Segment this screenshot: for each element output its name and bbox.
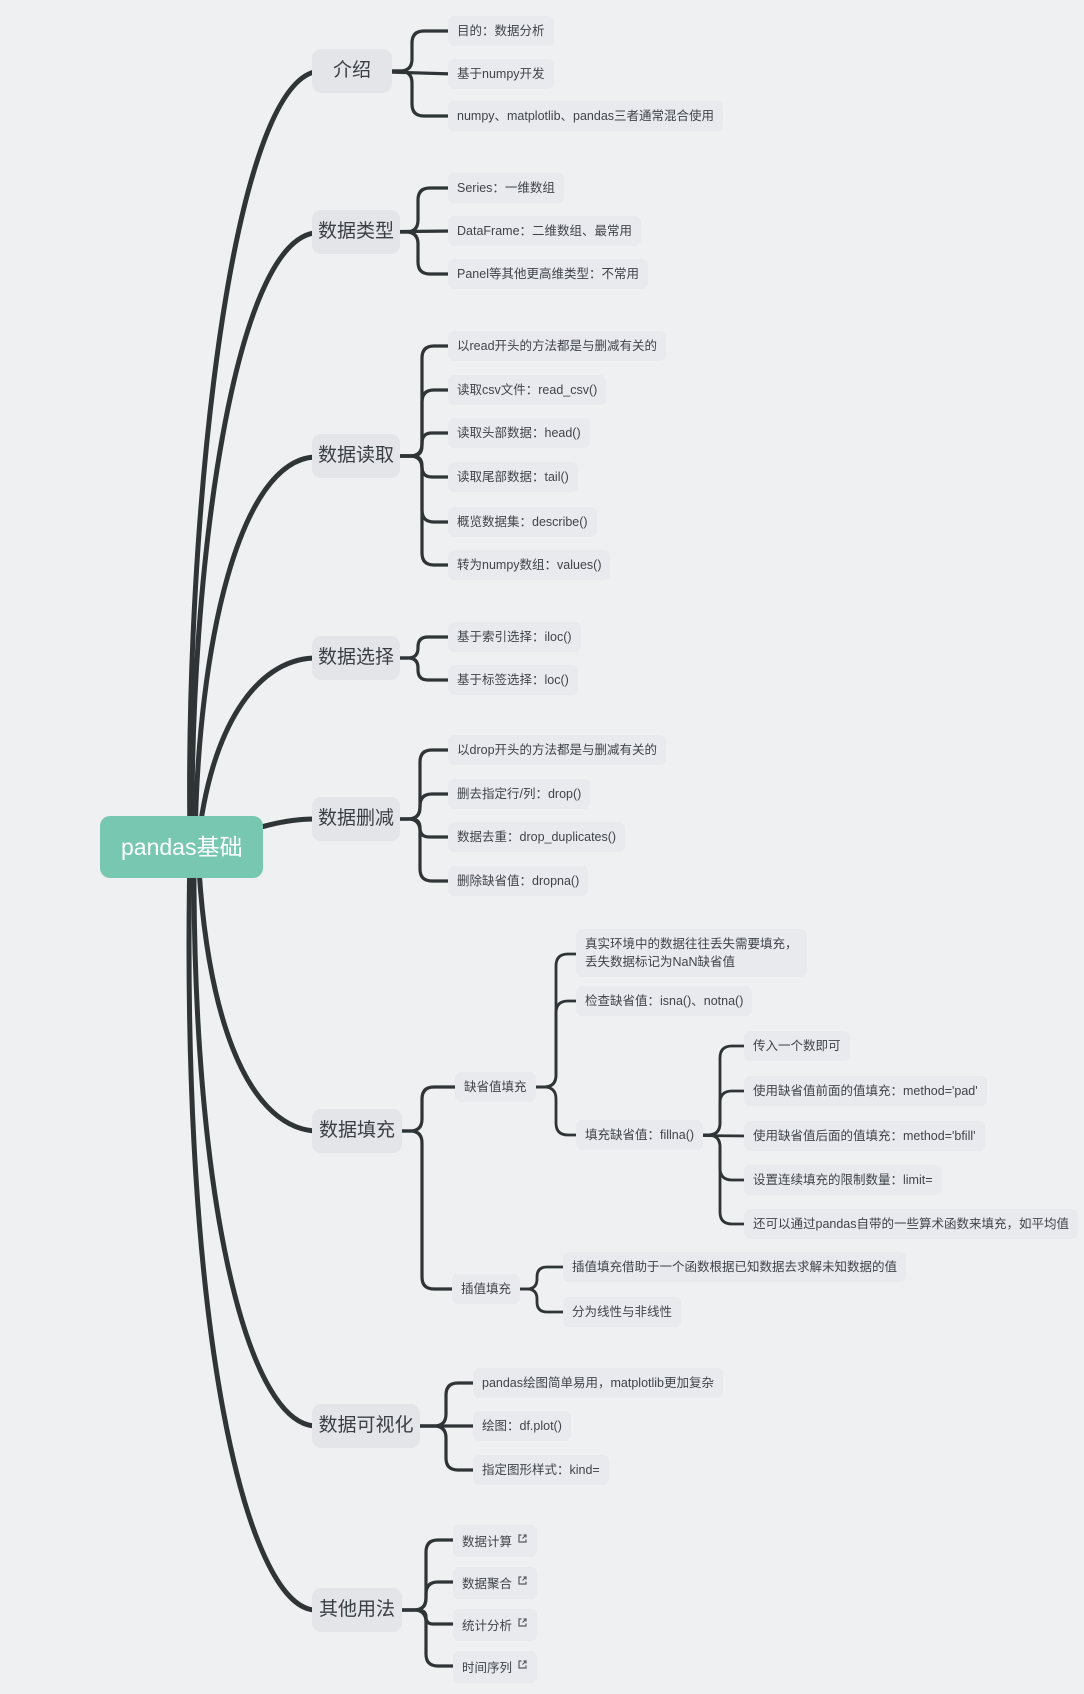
sub-branch-connectors <box>480 952 752 1314</box>
branch-data-selection[interactable]: 数据选择 <box>312 636 400 680</box>
connector-line <box>354 454 456 567</box>
leaf-limit[interactable]: 设置连续填充的限制数量：limit= <box>744 1165 942 1195</box>
branch-other-usages[interactable]: 其他用法 <box>312 1588 402 1632</box>
leaf-iloc[interactable]: 基于索引选择：iloc() <box>448 622 581 652</box>
connector-line <box>354 656 456 682</box>
leaf-head[interactable]: 读取头部数据：head() <box>448 418 590 448</box>
branch-data-filling[interactable]: 数据填充 <box>312 1109 402 1153</box>
subbranch-interpolation-filling[interactable]: 插值填充 <box>452 1274 521 1304</box>
branch-data-deletion[interactable]: 数据删减 <box>312 797 400 841</box>
leaf-pass-a-number[interactable]: 传入一个数即可 <box>744 1031 850 1061</box>
leaf-drop[interactable]: 删去指定行/列：drop() <box>448 779 591 809</box>
leaf-interpolation-desc[interactable]: 插值填充借助于一个函数根据已知数据去求解未知数据的值 <box>563 1252 907 1282</box>
connector-line <box>632 1133 752 1226</box>
connector-line <box>355 1129 460 1291</box>
branch-data-reading[interactable]: 数据读取 <box>312 434 400 478</box>
edge-root-other-usages <box>186 849 317 1613</box>
external-link-icon[interactable] <box>517 1531 528 1549</box>
connector-line <box>353 230 456 276</box>
root-connectors <box>186 69 317 1613</box>
edge-root-intro <box>187 69 317 843</box>
connector-line <box>489 1085 584 1137</box>
leaf-label: 时间序列 <box>462 1661 513 1675</box>
edge-root-data-reading <box>192 454 317 845</box>
leaf-linear-nonlinear[interactable]: 分为线性与非线性 <box>563 1297 682 1327</box>
external-link-icon[interactable] <box>517 1657 528 1675</box>
leaf-label: 统计分析 <box>462 1619 513 1633</box>
leaf-drop-duplicates[interactable]: 数据去重：drop_duplicates() <box>448 822 626 852</box>
branch-data-visualization[interactable]: 数据可视化 <box>312 1404 420 1448</box>
leaf-purpose[interactable]: 目的：数据分析 <box>448 16 554 46</box>
leaf-kind[interactable]: 指定图形样式：kind= <box>473 1455 609 1485</box>
connector-line <box>364 1424 481 1472</box>
leaf-dataframe[interactable]: DataFrame：二维数组、最常用 <box>448 216 642 246</box>
external-link-icon[interactable] <box>517 1615 528 1633</box>
external-link-icon[interactable] <box>517 1573 528 1591</box>
leaf-time-series[interactable]: 时间序列 <box>453 1651 538 1683</box>
edge-root-data-types <box>189 230 317 843</box>
branch-connectors <box>351 29 481 1668</box>
leaf-df-plot[interactable]: 绘图：df.plot() <box>473 1411 571 1441</box>
leaf-plot-note[interactable]: pandas绘图简单易用，matplotlib更加复杂 <box>473 1368 724 1398</box>
leaf-statistical-analysis[interactable]: 统计分析 <box>453 1609 538 1641</box>
leaf-describe[interactable]: 概览数据集：describe() <box>448 507 597 537</box>
connector-line <box>355 1608 461 1668</box>
leaf-isna-notna[interactable]: 检查缺省值：isna()、notna() <box>576 986 753 1016</box>
leaf-series[interactable]: Series：一维数组 <box>448 173 564 203</box>
leaf-dropna[interactable]: 删除缺省值：dropna() <box>448 866 589 896</box>
leaf-values[interactable]: 转为numpy数组：values() <box>448 550 611 580</box>
leaf-nan-note[interactable]: 真实环境中的数据往往丢失需要填充， 丢失数据标记为NaN缺省值 <box>576 929 807 977</box>
leaf-label: 数据计算 <box>462 1535 513 1549</box>
leaf-data-calculation[interactable]: 数据计算 <box>453 1525 538 1557</box>
branch-intro[interactable]: 介绍 <box>312 49 392 93</box>
leaf-tail[interactable]: 读取尾部数据：tail() <box>448 462 578 492</box>
branch-data-types[interactable]: 数据类型 <box>312 210 400 254</box>
leaf-data-aggregation[interactable]: 数据聚合 <box>453 1567 538 1599</box>
leaf-method-pad[interactable]: 使用缺省值前面的值填充：method='pad' <box>744 1076 987 1106</box>
edge-root-data-visualization <box>191 849 317 1429</box>
edge-root-data-selection <box>195 655 317 847</box>
leaf-read-csv[interactable]: 读取csv文件：read_csv() <box>448 375 607 405</box>
leaf-loc[interactable]: 基于标签选择：loc() <box>448 665 578 695</box>
leaf-read-methods[interactable]: 以read开头的方法都是与删减有关的 <box>448 331 667 361</box>
subbranch-fillna[interactable]: 填充缺省值：fillna() <box>576 1120 704 1150</box>
leaf-method-bfill[interactable]: 使用缺省值后面的值填充：method='bfill' <box>744 1121 985 1151</box>
edge-root-data-filling <box>195 847 317 1134</box>
root-node-pandas-basics[interactable]: pandas基础 <box>100 816 264 878</box>
connector-line <box>354 817 456 883</box>
connector-line <box>480 1287 571 1314</box>
subbranch-missing-value-filling[interactable]: 缺省值填充 <box>455 1072 536 1102</box>
leaf-drop-methods[interactable]: 以drop开头的方法都是与删减有关的 <box>448 735 667 765</box>
leaf-based-on-numpy[interactable]: 基于numpy开发 <box>448 59 554 89</box>
leaf-mixed-use[interactable]: numpy、matplotlib、pandas三者通常混合使用 <box>448 101 724 131</box>
leaf-panel[interactable]: Panel等其他更高维类型：不常用 <box>448 259 648 289</box>
leaf-label: 数据聚合 <box>462 1577 513 1591</box>
connector-line <box>489 952 584 1089</box>
leaf-arith-fill[interactable]: 还可以通过pandas自带的一些算术函数来填充，如平均值 <box>744 1209 1079 1239</box>
connector-line <box>351 69 456 118</box>
